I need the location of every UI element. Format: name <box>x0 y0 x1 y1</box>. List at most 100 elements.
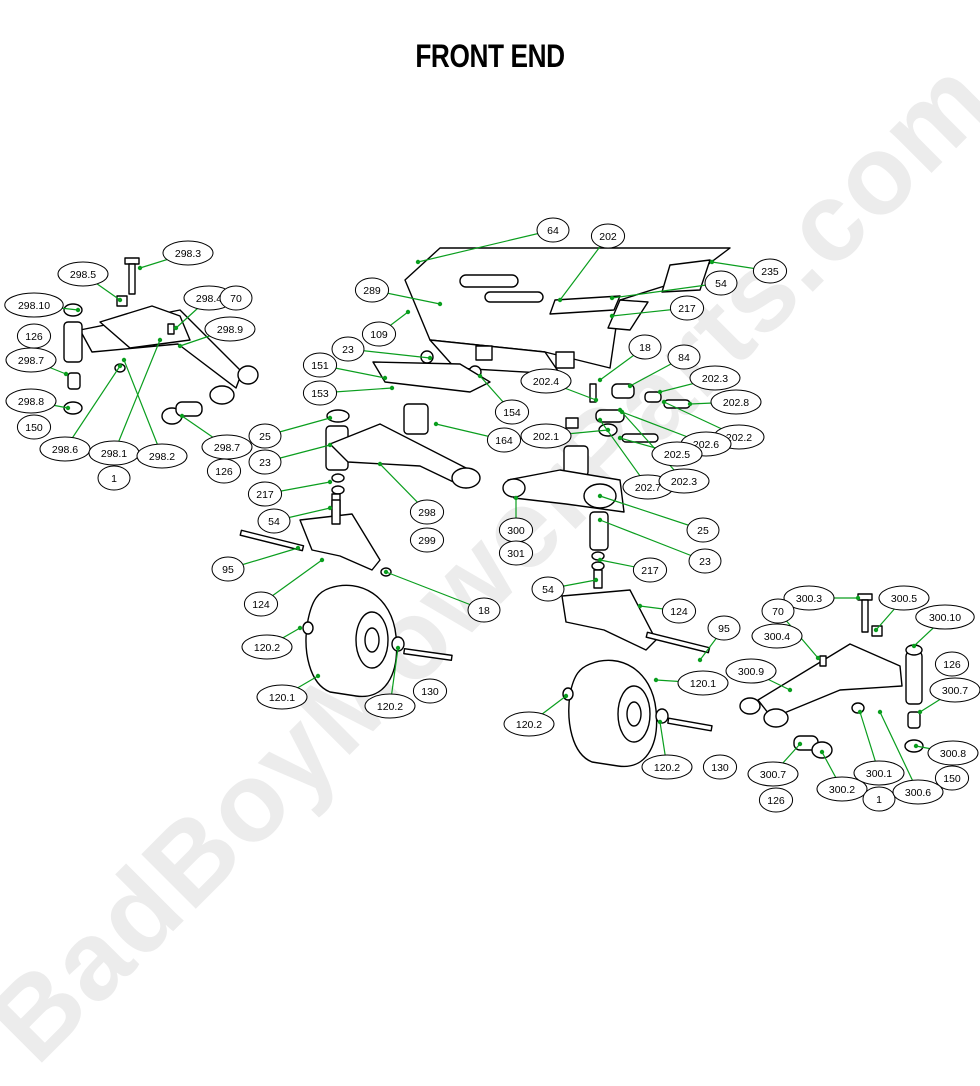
callout-label: 54 <box>268 516 280 528</box>
callout-bubble <box>486 427 522 453</box>
callout-label: 126 <box>767 795 785 807</box>
callout-202-1: 202.1 <box>520 423 572 449</box>
callout-label: 1 <box>111 473 117 485</box>
callout-bubble <box>590 223 626 249</box>
leader-arrowhead <box>513 495 519 501</box>
callout-label: 202.4 <box>533 376 559 388</box>
exploded-view: 298.3298.5298.470298.10298.9126298.7298.… <box>4 217 980 813</box>
callout-bubble <box>409 527 445 553</box>
right-caster-arm <box>739 593 924 759</box>
callout-126: 126 <box>16 323 52 349</box>
callout-label: 153 <box>311 388 329 400</box>
callout-label: 299 <box>418 535 436 547</box>
callout-bubble <box>503 711 555 737</box>
callout-label: 120.2 <box>377 701 403 713</box>
callout-label: 120.1 <box>690 678 716 690</box>
callout-bubble <box>243 591 279 617</box>
leader-arrowhead <box>557 297 563 303</box>
callout-label: 217 <box>256 489 274 501</box>
callout-bubble <box>853 760 905 786</box>
callout-120-1: 120.1 <box>256 684 308 710</box>
callout-label: 202.3 <box>671 476 697 488</box>
leader-line <box>113 339 161 454</box>
callout-bubble <box>16 414 52 440</box>
callout-label: 124 <box>252 599 270 611</box>
leader-arrowhead <box>327 442 333 448</box>
leader-arrowhead <box>179 413 185 419</box>
callout-bubble <box>467 597 501 623</box>
callout-label: 298.2 <box>149 451 175 463</box>
callout-label: 54 <box>715 278 727 290</box>
callout-bubble <box>5 347 57 373</box>
callout-bubble <box>632 557 668 583</box>
callout-bubble <box>752 258 788 284</box>
callout-300-7: 300.7 <box>747 761 799 787</box>
callout-126: 126 <box>758 787 794 813</box>
callout-bubble <box>97 465 131 491</box>
leader-arrowhead <box>295 545 301 551</box>
callout-298-7: 298.7 <box>201 434 253 460</box>
callout-bubble <box>658 468 710 494</box>
callout-84: 84 <box>667 344 701 370</box>
callout-bubble <box>628 334 662 360</box>
leader-arrowhead <box>819 749 825 755</box>
leader-arrowhead <box>75 307 81 313</box>
callout-label: 23 <box>259 457 271 469</box>
leader-arrowhead <box>873 627 879 633</box>
callout-label: 300.1 <box>866 768 892 780</box>
callout-217: 217 <box>247 481 283 507</box>
leader-arrowhead <box>797 741 803 747</box>
left-fork <box>239 499 392 577</box>
callout-bubble <box>677 670 729 696</box>
leader-arrowhead <box>911 643 917 649</box>
callout-bubble <box>241 634 293 660</box>
callout-298-10: 298.10 <box>4 292 64 318</box>
callout-label: 300.7 <box>760 769 786 781</box>
callout-label: 300 <box>507 525 525 537</box>
callout-bubble <box>707 615 741 641</box>
callout-bubble <box>661 598 697 624</box>
callout-bubble <box>929 677 980 703</box>
callout-label: 289 <box>363 285 381 297</box>
callout-label: 217 <box>641 565 659 577</box>
callout-label: 298.1 <box>101 448 127 460</box>
callout-bubble <box>248 423 282 449</box>
leader-line <box>879 711 919 793</box>
callout-bubble <box>669 295 705 321</box>
leader-arrowhead <box>855 595 861 601</box>
leader-arrowhead <box>405 309 411 315</box>
callout-bubble <box>219 285 253 311</box>
leader-arrowhead <box>297 625 303 631</box>
callout-bubble <box>747 761 799 787</box>
callout-202: 202 <box>590 223 626 249</box>
callout-25: 25 <box>248 423 282 449</box>
callout-label: 130 <box>711 762 729 774</box>
callout-label: 154 <box>503 407 521 419</box>
leader-arrowhead <box>117 363 123 369</box>
callout-150: 150 <box>934 765 970 791</box>
leader-arrowhead <box>617 435 623 441</box>
leader-arrowhead <box>597 417 603 423</box>
callout-label: 120.2 <box>654 762 680 774</box>
leader-arrowhead <box>917 709 923 715</box>
right-wheel <box>562 659 713 768</box>
leader-arrowhead <box>137 265 143 271</box>
callout-120-2: 120.2 <box>641 754 693 780</box>
parts-diagram: BadBoyMowerParts.com FRONT END <box>0 35 980 1085</box>
leader-arrowhead <box>117 297 123 303</box>
leader-arrowhead <box>383 569 389 575</box>
callout-label: 300.2 <box>829 784 855 796</box>
leader-arrowhead <box>609 313 615 319</box>
callout-label: 202 <box>599 231 617 243</box>
right-fork <box>561 589 711 654</box>
callout-label: 150 <box>25 422 43 434</box>
callout-300-10: 300.10 <box>915 604 975 630</box>
callout-bubble <box>688 548 722 574</box>
callout-150: 150 <box>16 414 52 440</box>
callout-label: 124 <box>670 606 688 618</box>
callout-54: 54 <box>704 270 738 296</box>
leader-arrowhead <box>653 677 659 683</box>
leader-arrowhead <box>787 687 793 693</box>
callout-label: 95 <box>718 623 730 635</box>
